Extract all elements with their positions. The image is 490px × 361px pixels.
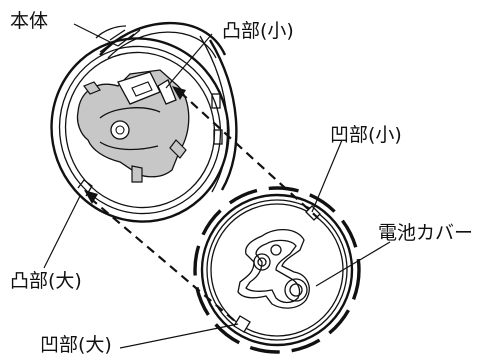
body-front-face xyxy=(50,37,230,223)
convex-large-notch xyxy=(77,179,93,197)
alignment-guides xyxy=(84,86,319,323)
leader-lines xyxy=(43,23,391,349)
label-convex-small: 凸部(小) xyxy=(222,20,294,42)
label-body: 本体 xyxy=(10,10,49,32)
label-concave-small: 凹部(小) xyxy=(330,124,402,146)
label-battery-cover: 電池カバー xyxy=(378,222,474,244)
label-convex-large: 凸部(大) xyxy=(10,270,82,292)
battery-holder xyxy=(76,69,190,183)
label-concave-large: 凹部(大) xyxy=(40,334,112,356)
